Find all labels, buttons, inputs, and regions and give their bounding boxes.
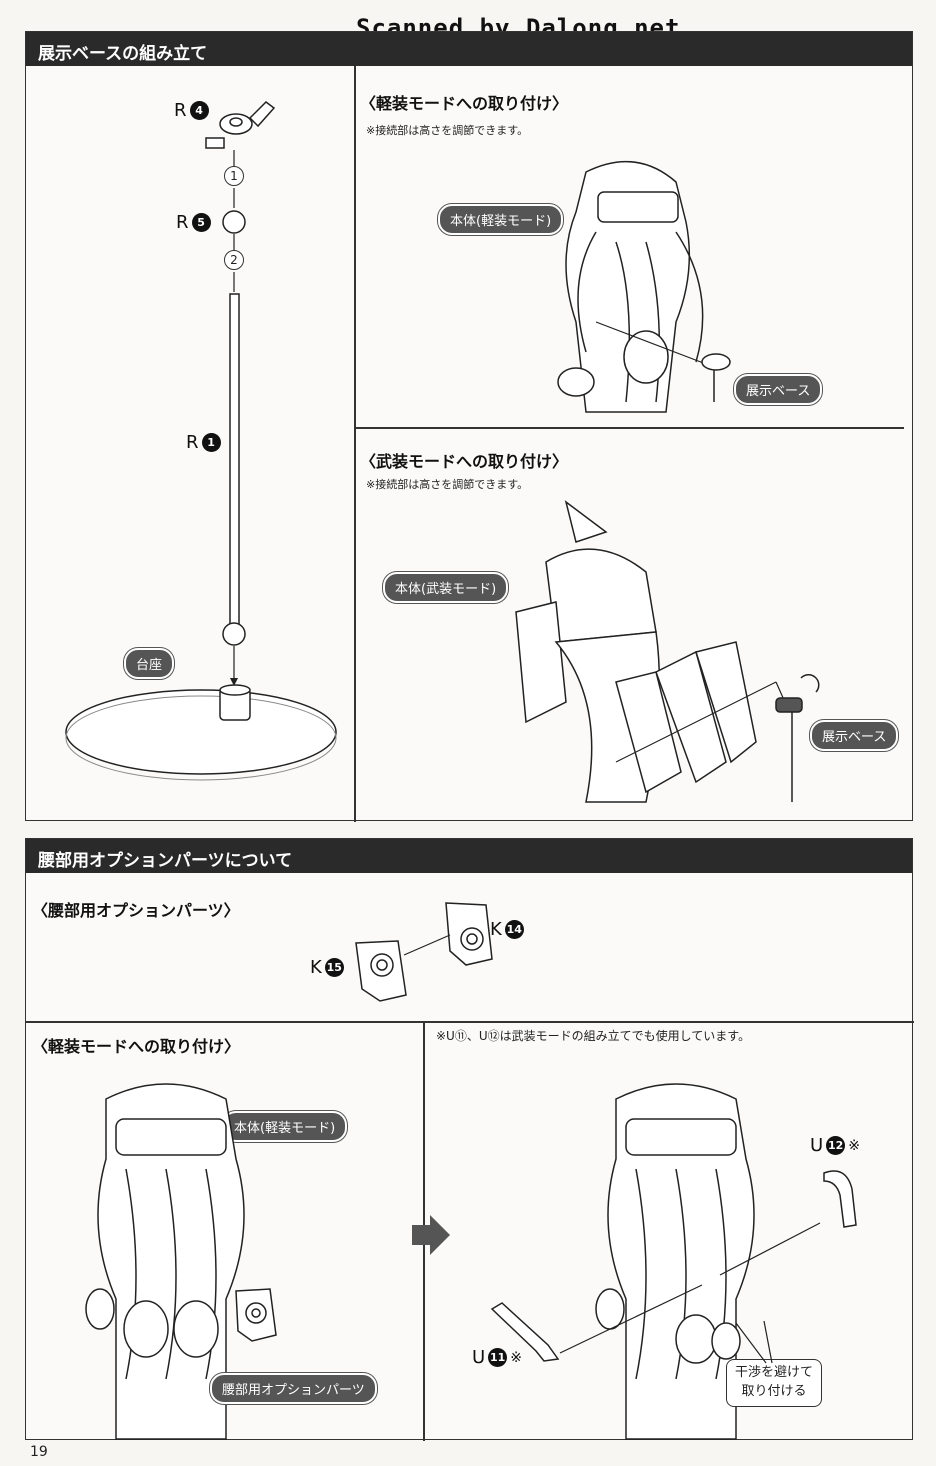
part-mark: ※ — [848, 1137, 860, 1154]
section-title: 腰部用オプションパーツについて — [26, 839, 912, 873]
part-u12-illustration — [823, 1170, 857, 1228]
base-label: 台座 — [124, 648, 175, 679]
u12-attach-line — [719, 1222, 821, 1276]
row-divider — [354, 427, 904, 429]
part-letter: K — [490, 919, 502, 940]
u11-attach-line — [559, 1284, 703, 1354]
light-stand-label: 展示ベース — [734, 374, 823, 405]
waist-options-title: 〈腰部用オプションパーツ〉 — [32, 901, 240, 920]
part-letter: R — [186, 432, 199, 453]
section-waist-options: 腰部用オプションパーツについて 〈腰部用オプションパーツ〉 K 14 K 15 … — [25, 838, 914, 1441]
instruction-pointer — [735, 1320, 773, 1364]
part-number-badge: 1 — [201, 433, 221, 452]
part-number-badge: 14 — [504, 920, 524, 939]
rod-part-r1 — [229, 293, 240, 627]
row-divider — [26, 1021, 914, 1023]
part-letter: U — [472, 1347, 486, 1368]
instruction-box: 干渉を避けて 取り付ける — [726, 1359, 823, 1407]
part-number-badge: 15 — [324, 958, 344, 977]
part-number-badge: 11 — [488, 1348, 508, 1367]
step-1-marker: 1 — [224, 166, 244, 186]
light-mode-title: 〈軽装モードへの取り付け〉 — [32, 1037, 241, 1056]
light-mode-figure — [557, 160, 704, 413]
page-number: 19 — [30, 1444, 48, 1460]
light-body-label: 本体(軽装モード) — [438, 204, 564, 235]
instruction-line: 干渉を避けて — [735, 1365, 814, 1380]
part-label-u12: U 12 ※ — [810, 1135, 860, 1156]
light-stand-arrow — [595, 321, 731, 402]
light-mode-title: 〈軽装モードへの取り付け〉 — [360, 94, 569, 113]
light-mode-note: ※接続部は高さを調節できます。 — [366, 124, 529, 137]
armed-mode-note: ※接続部は高さを調節できます。 — [366, 478, 529, 491]
section-display-base: 展示ベースの組み立て R 4 R 5 R 1 1 2 — [25, 31, 913, 822]
stand-assembly-illustration — [65, 101, 337, 781]
part-label-r4: R 4 — [174, 100, 209, 121]
part-label-k14: K 14 — [490, 919, 524, 940]
waist-parts-label: 腰部用オプションパーツ — [210, 1373, 377, 1404]
part-mark: ※ — [510, 1349, 522, 1366]
part-label-r1: R 1 — [186, 432, 221, 453]
base-disc — [65, 689, 337, 775]
armed-body-label: 本体(武装モード) — [383, 572, 509, 603]
part-number-badge: 12 — [826, 1136, 846, 1155]
light-back-figure — [85, 1083, 245, 1440]
armed-stand-label: 展示ベース — [810, 720, 899, 751]
part-number-badge: 5 — [191, 213, 211, 232]
direction-arrow — [412, 1215, 450, 1255]
armed-mode-figure — [515, 500, 757, 803]
armed-mode-title: 〈武装モードへの取り付け〉 — [360, 452, 569, 471]
joint-part-r4 — [205, 101, 276, 149]
light-waist-part — [235, 1288, 277, 1342]
part-label-k15: K 15 — [310, 957, 344, 978]
ball-part-r5 — [222, 210, 246, 234]
column-divider — [354, 66, 356, 822]
light-body-label: 本体(軽装モード) — [222, 1111, 348, 1142]
u-parts-note: ※U⑪、U⑫は武装モードの組み立てでも使用しています。 — [436, 1029, 751, 1043]
part-number-badge: 4 — [189, 101, 209, 120]
part-label-r5: R 5 — [176, 212, 211, 233]
waist-parts-illustration — [355, 902, 493, 1002]
part-u11-illustration — [490, 1302, 560, 1362]
armed-stand-arrow — [615, 674, 820, 802]
part-letter: R — [174, 100, 187, 121]
part-letter: K — [310, 957, 322, 978]
part-letter: R — [176, 212, 189, 233]
part-label-u11: U 11 ※ — [472, 1347, 522, 1368]
step-2-marker: 2 — [224, 250, 244, 270]
light-back-figure-attached — [595, 1083, 755, 1440]
part-letter: U — [810, 1135, 824, 1156]
section-title: 展示ベースの組み立て — [26, 32, 912, 66]
instruction-line: 取り付ける — [741, 1383, 807, 1399]
